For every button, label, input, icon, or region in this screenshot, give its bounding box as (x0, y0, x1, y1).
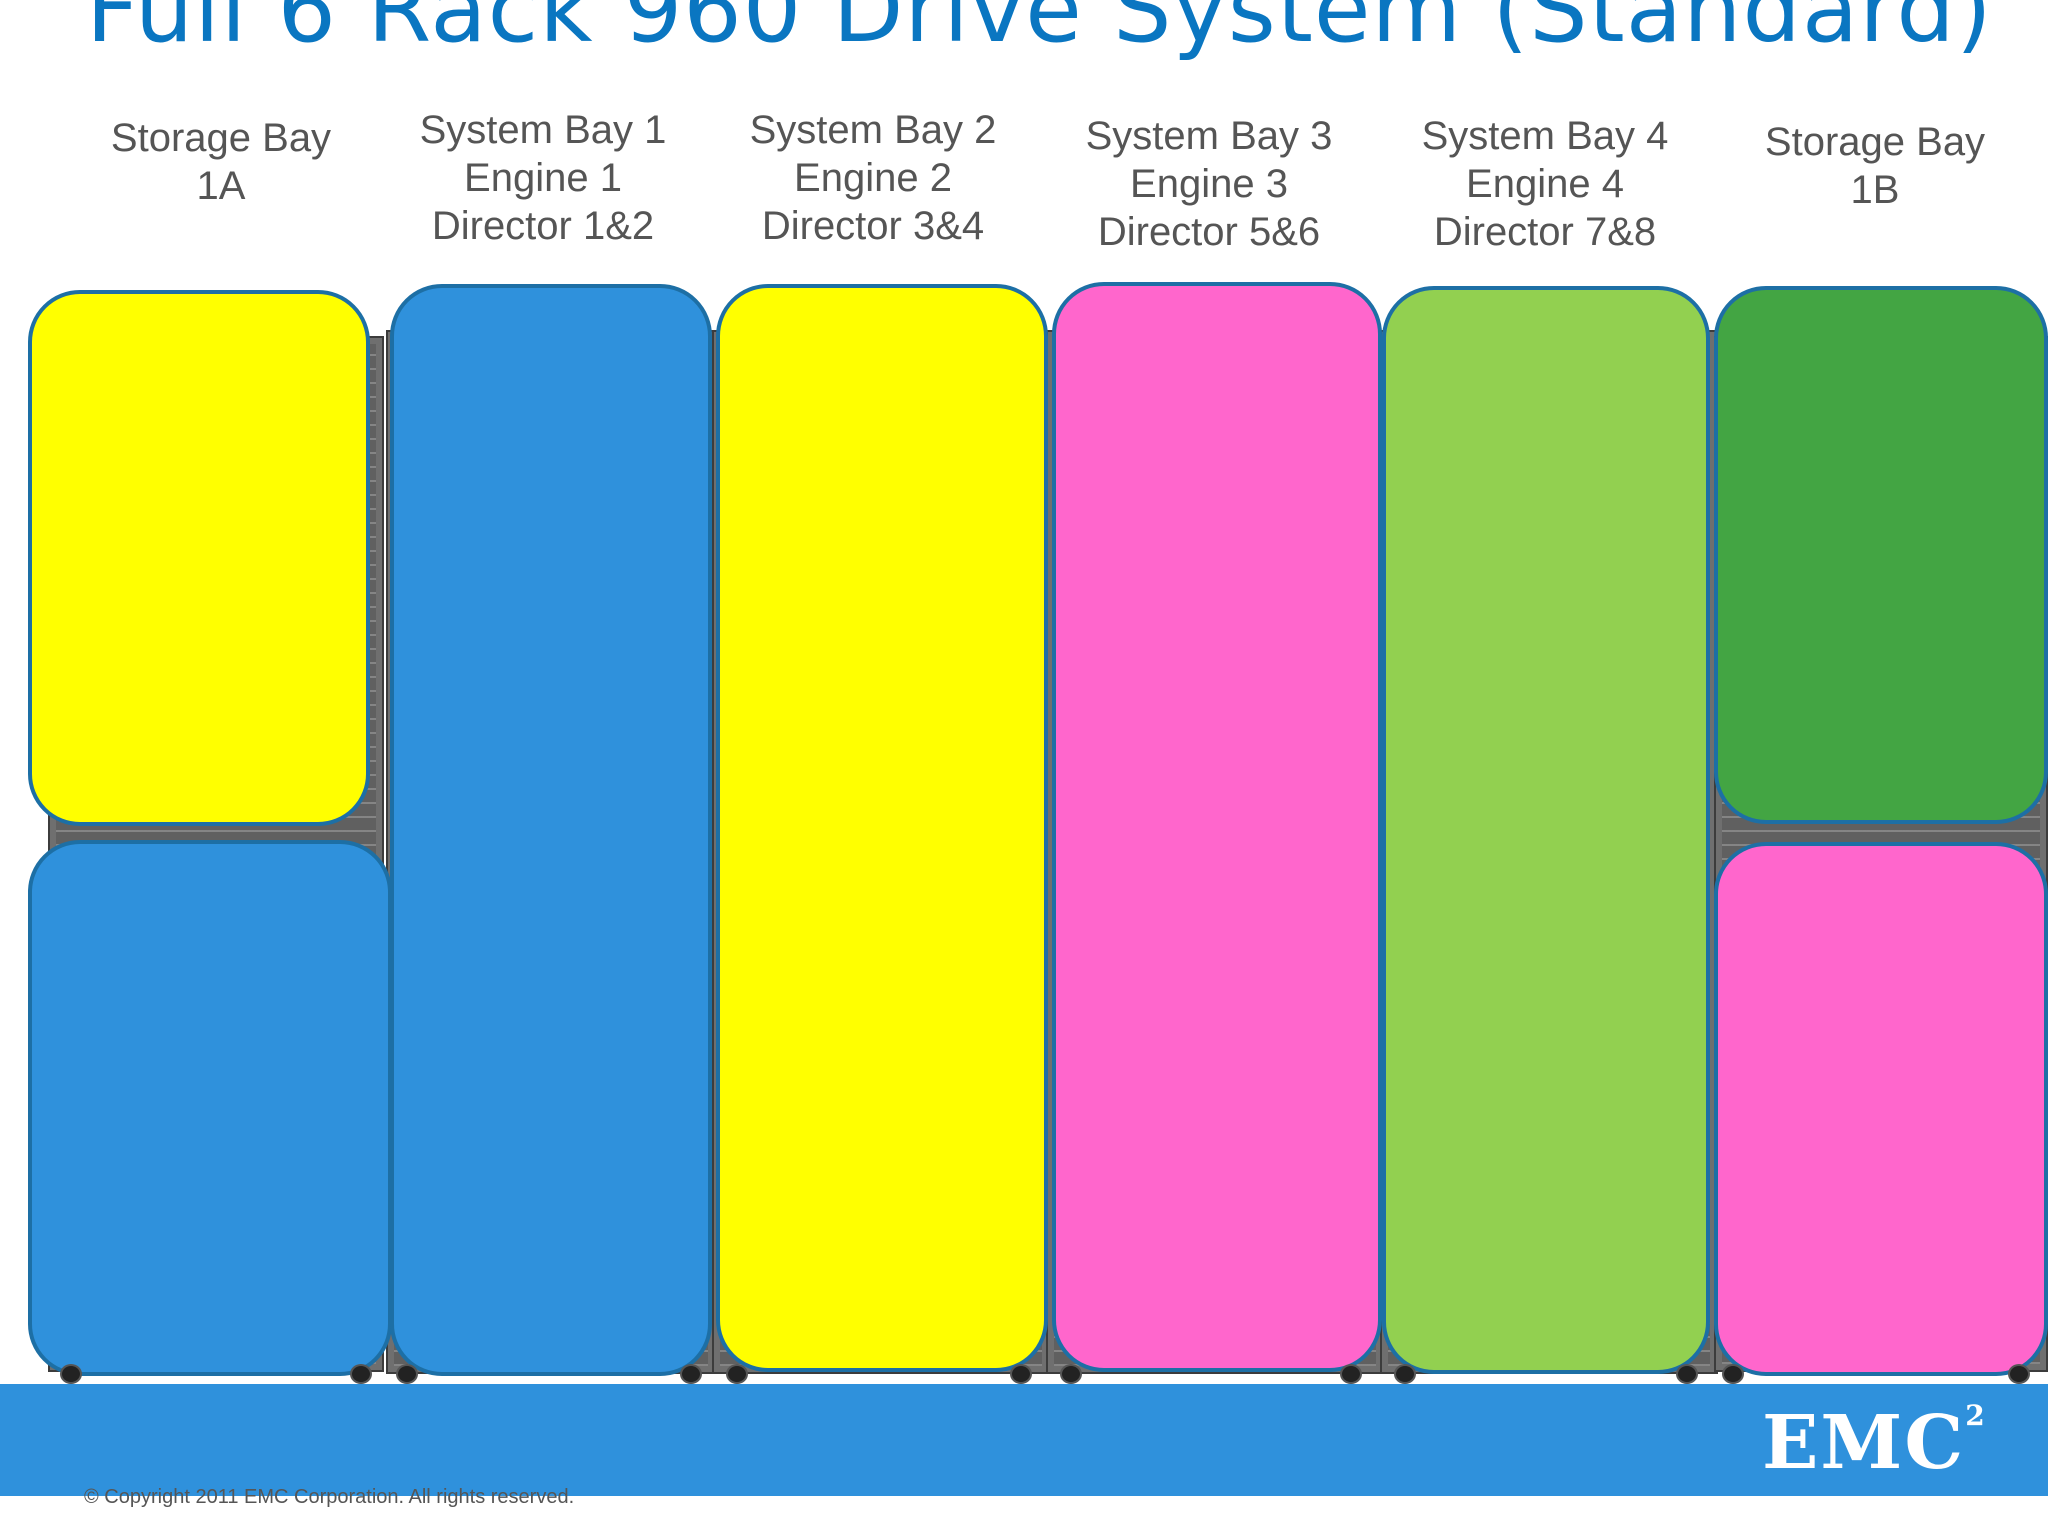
footer-band (0, 1384, 2048, 1496)
bay-label-storage-1a: Storage Bay 1A (110, 116, 332, 208)
caster-icon (1676, 1364, 1698, 1384)
caster-icon (726, 1364, 748, 1384)
copyright-text: © Copyright 2011 EMC Corporation. All ri… (84, 1486, 575, 1508)
storage-1a-lower-block (28, 840, 392, 1376)
caster-icon (1010, 1364, 1032, 1384)
caster-icon (1060, 1364, 1082, 1384)
caster-icon (1722, 1364, 1744, 1384)
caster-icon (1394, 1364, 1416, 1384)
caster-icon (1340, 1364, 1362, 1384)
storage-1b-upper-block (1714, 286, 2048, 824)
caster-icon (680, 1364, 702, 1384)
rack-casters (0, 1364, 2048, 1384)
caster-icon (350, 1364, 372, 1384)
caster-icon (2008, 1364, 2030, 1384)
system-bay-3-block (1052, 282, 1382, 1372)
caster-icon (396, 1364, 418, 1384)
system-bay-1-block (390, 284, 712, 1376)
bay-label-system-bay-2: System Bay 2 Engine 2 Director 3&4 (749, 108, 997, 248)
system-bay-2-block (716, 284, 1048, 1372)
storage-1b-lower-block (1714, 842, 2048, 1376)
system-bay-4-block (1382, 286, 1710, 1374)
bay-label-system-bay-3: System Bay 3 Engine 3 Director 5&6 (1085, 114, 1333, 254)
emc-logo: EMC2 (1762, 1399, 1987, 1486)
storage-1a-upper-block (28, 290, 370, 826)
bay-label-system-bay-4: System Bay 4 Engine 4 Director 7&8 (1421, 114, 1669, 254)
bay-label-system-bay-1: System Bay 1 Engine 1 Director 1&2 (419, 108, 667, 248)
caster-icon (60, 1364, 82, 1384)
page-title: Full 6 Rack 960 Drive System (Standard) (86, 0, 1993, 63)
bay-label-storage-1b: Storage Bay 1B (1764, 120, 1986, 212)
